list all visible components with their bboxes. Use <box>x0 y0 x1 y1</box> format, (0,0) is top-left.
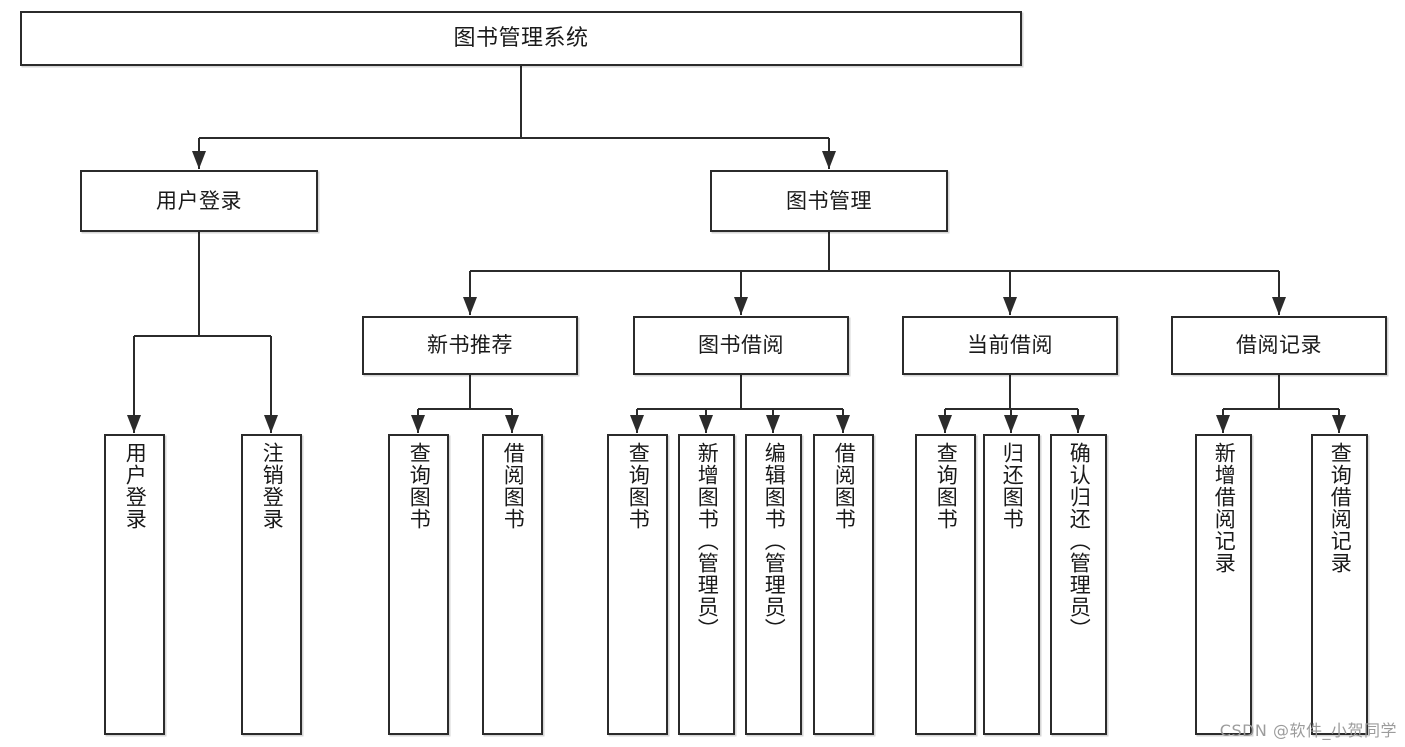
node-label: 新增图书（管理员） <box>695 442 720 640</box>
node-level3-new-book-recommend[interactable]: 新书推荐 <box>362 316 578 375</box>
node-level3-book-borrow[interactable]: 图书借阅 <box>633 316 849 375</box>
node-label: 查询图书 <box>407 442 432 530</box>
node-label: 用户登录 <box>156 188 242 213</box>
node-leaf-query-book-recommend[interactable]: 查询图书 <box>388 434 449 735</box>
node-leaf-query-book-borrow[interactable]: 查询图书 <box>607 434 668 735</box>
node-root[interactable]: 图书管理系统 <box>20 11 1022 66</box>
node-label: 查询借阅记录 <box>1328 442 1353 574</box>
node-label: 查询图书 <box>934 442 959 530</box>
node-level3-current-borrow[interactable]: 当前借阅 <box>902 316 1118 375</box>
node-leaf-edit-book-admin[interactable]: 编辑图书（管理员） <box>745 434 802 735</box>
node-leaf-confirm-return-admin[interactable]: 确认归还（管理员） <box>1050 434 1107 735</box>
node-label: 图书借阅 <box>698 333 784 358</box>
node-label: 图书管理 <box>786 188 872 213</box>
node-label: 借阅图书 <box>832 442 857 530</box>
node-label: 图书管理系统 <box>453 25 589 51</box>
node-leaf-logout[interactable]: 注销登录 <box>241 434 302 735</box>
node-label: 编辑图书（管理员） <box>762 442 787 640</box>
node-leaf-borrow-book-recommend[interactable]: 借阅图书 <box>482 434 543 735</box>
node-leaf-query-borrow-record[interactable]: 查询借阅记录 <box>1311 434 1368 735</box>
node-leaf-query-book-current[interactable]: 查询图书 <box>915 434 976 735</box>
node-level2-user-login[interactable]: 用户登录 <box>80 170 318 232</box>
node-leaf-add-book-admin[interactable]: 新增图书（管理员） <box>678 434 735 735</box>
node-leaf-borrow-book[interactable]: 借阅图书 <box>813 434 874 735</box>
node-level2-book-management[interactable]: 图书管理 <box>710 170 948 232</box>
node-label: 确认归还（管理员） <box>1067 442 1092 640</box>
node-label: 借阅图书 <box>501 442 526 530</box>
node-label: 新增借阅记录 <box>1212 442 1237 574</box>
node-label: 借阅记录 <box>1236 333 1322 358</box>
node-level3-borrow-record[interactable]: 借阅记录 <box>1171 316 1387 375</box>
node-leaf-user-login[interactable]: 用户登录 <box>104 434 165 735</box>
node-leaf-add-borrow-record[interactable]: 新增借阅记录 <box>1195 434 1252 735</box>
node-label: 查询图书 <box>626 442 651 530</box>
node-label: 归还图书 <box>1000 442 1025 530</box>
node-label: 注销登录 <box>260 442 285 530</box>
node-label: 新书推荐 <box>427 333 513 358</box>
node-leaf-return-book[interactable]: 归还图书 <box>983 434 1040 735</box>
node-label: 当前借阅 <box>967 333 1053 358</box>
node-label: 用户登录 <box>123 442 148 530</box>
